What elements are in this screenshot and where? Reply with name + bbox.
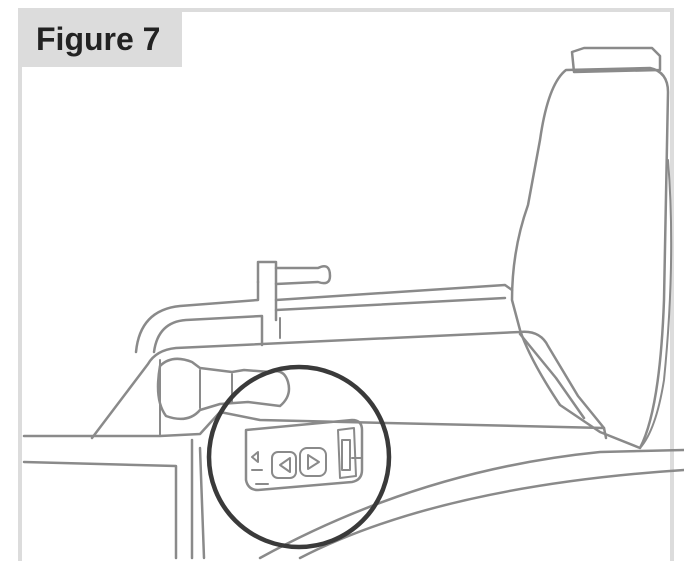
right-triangle-icon	[307, 454, 320, 470]
indicator-icon	[251, 451, 259, 463]
lower-frame	[22, 438, 684, 560]
figure-label: Figure 7	[22, 12, 182, 67]
armrest-tube	[134, 260, 514, 354]
callout-circle	[206, 364, 392, 550]
control-panel	[244, 418, 364, 492]
left-button[interactable]	[271, 451, 297, 479]
figure-frame	[18, 8, 674, 561]
seat-panel	[22, 330, 608, 440]
backrest	[510, 46, 673, 450]
right-button[interactable]	[299, 447, 327, 477]
left-triangle-icon	[279, 457, 291, 473]
